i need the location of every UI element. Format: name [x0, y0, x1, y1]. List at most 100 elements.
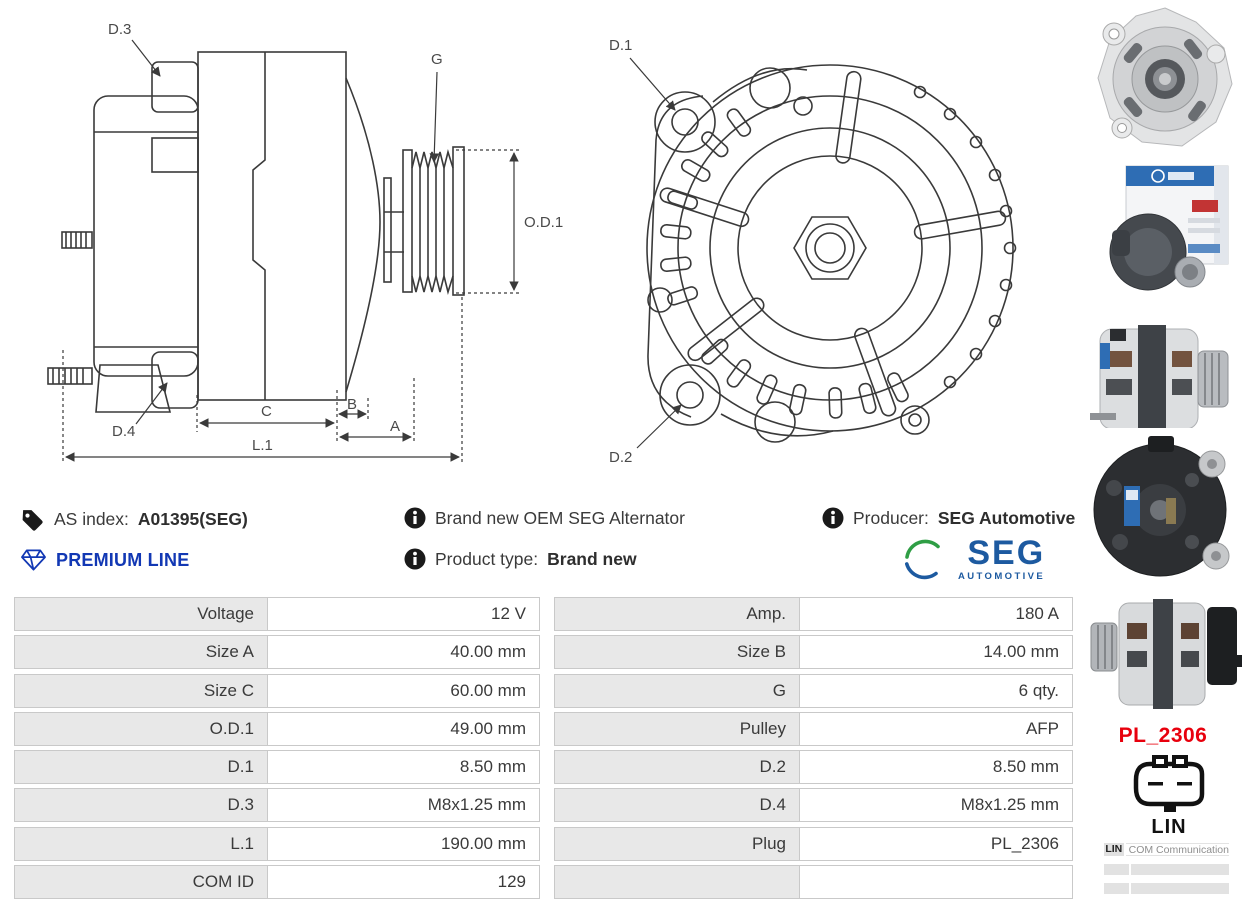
seg-logo-icon — [905, 539, 940, 580]
front-view-diagram: D.1 D.2 — [609, 37, 1017, 466]
spec-value: 40.00 mm — [267, 635, 540, 670]
spec-gap — [540, 597, 554, 631]
spec-gap — [540, 788, 554, 822]
description-text: Brand new OEM SEG Alternator — [435, 507, 685, 528]
product-type-value: Brand new — [547, 548, 637, 569]
spec-value: 129 — [267, 865, 540, 900]
product-type-row: Product type: Brand new — [404, 548, 637, 570]
spec-gap — [540, 635, 554, 669]
spec-label: O.D.1 — [14, 711, 268, 746]
side-view-diagram: D.3 G O.D.1 D.4 C B A L.1 — [47, 21, 563, 462]
pulley — [402, 146, 465, 296]
producer-value: SEG Automotive — [937, 507, 1076, 528]
spec-label: D.3 — [14, 788, 268, 823]
spec-value: 6 qty. — [799, 673, 1073, 708]
producer-row: Producer: SEG Automotive — [822, 507, 1075, 529]
spec-label: D.1 — [14, 750, 268, 785]
product-type-label: Product type: — [435, 548, 539, 569]
spec-value — [799, 865, 1073, 900]
spec-value: 49.00 mm — [267, 711, 540, 746]
alternator-side-connector-photo[interactable] — [1085, 595, 1242, 715]
premium-line-label: PREMIUM LINE — [56, 549, 190, 570]
d3-leader-arrow — [131, 39, 161, 77]
d4-mount-ear — [151, 351, 199, 409]
spec-value: AFP — [799, 711, 1073, 746]
plug-code-label: PL_2306 — [1118, 724, 1208, 747]
seg-logo-subtext: AUTOMOTIVE — [958, 571, 1046, 582]
side-label-od1: O.D.1 — [524, 214, 563, 231]
spec-value: M8x1.25 mm — [799, 788, 1073, 823]
side-label-l1: L.1 — [252, 437, 273, 454]
side-label-d4: D.4 — [112, 423, 135, 440]
spec-label: Plug — [554, 826, 800, 861]
spec-label: Size C — [14, 673, 268, 708]
bracket-silhouette — [647, 95, 704, 418]
spec-label: L.1 — [14, 826, 268, 861]
spec-label: Size B — [554, 635, 800, 670]
alternator-retail-box-photo[interactable] — [1096, 160, 1238, 300]
side-label-g: G — [431, 51, 443, 68]
side-label-b: B — [347, 396, 357, 413]
d4-lug — [95, 364, 172, 413]
spec-value: 180 A — [799, 597, 1073, 631]
info-icon — [404, 507, 426, 529]
comm-row-blank — [1104, 864, 1229, 875]
threaded-stud-bottom — [47, 367, 93, 385]
spec-value: 60.00 mm — [267, 673, 540, 708]
spec-gap — [540, 750, 554, 784]
com-communication-table: LIN COM Communication — [1104, 843, 1229, 902]
spec-value: 8.50 mm — [799, 750, 1073, 785]
comm-row-blank — [1104, 883, 1229, 894]
spec-label: COM ID — [14, 865, 268, 900]
as-index-value: A01395(SEG) — [137, 509, 248, 529]
spec-gap — [540, 827, 554, 861]
front-bracket-outline — [197, 51, 347, 401]
g-leader-arrow — [429, 71, 440, 163]
spec-value: 190.00 mm — [267, 826, 540, 861]
spec-label: D.4 — [554, 788, 800, 823]
info-icon — [404, 548, 426, 570]
comm-value: COM Communication — [1125, 843, 1229, 856]
d2-leader-arrow — [636, 404, 682, 449]
d1-leader-arrow — [629, 57, 676, 111]
alternator-rear-photo[interactable] — [1088, 428, 1240, 588]
mount-boss-d2 — [659, 364, 721, 426]
spec-gap — [540, 865, 554, 899]
housing-outline — [646, 64, 1014, 432]
side-label-d3: D.3 — [108, 21, 131, 38]
spec-gap — [540, 712, 554, 746]
tag-icon — [22, 510, 43, 531]
spec-label: G — [554, 673, 800, 708]
spec-label: D.2 — [554, 750, 800, 785]
seg-automotive-logo: SEG AUTOMOTIVE — [902, 531, 1072, 589]
front-label-d2: D.2 — [609, 449, 632, 466]
d3-mount-ear — [151, 61, 199, 113]
spec-label: Amp. — [554, 597, 800, 631]
description-row: Brand new OEM SEG Alternator — [404, 507, 685, 529]
seg-logo-text: SEG — [967, 534, 1046, 572]
spec-label: Size A — [14, 635, 268, 670]
rim-bumps — [913, 85, 1017, 389]
as-index-label: AS index: — [54, 509, 129, 529]
premium-line-row: PREMIUM LINE — [20, 548, 189, 572]
spec-label — [554, 865, 800, 900]
producer-label: Producer: — [853, 507, 929, 528]
spec-value: 14.00 mm — [799, 635, 1073, 670]
threaded-stud-top — [61, 231, 93, 249]
spec-value: M8x1.25 mm — [267, 788, 540, 823]
as-index-row: AS index: A01395(SEG) — [20, 507, 248, 532]
front-label-d1: D.1 — [609, 37, 632, 54]
diamond-icon — [21, 549, 46, 571]
comm-row: LIN COM Communication — [1104, 843, 1229, 856]
fan-edge — [345, 77, 381, 393]
side-label-a: A — [390, 418, 400, 435]
plug-type-label: LIN — [1151, 816, 1187, 838]
mount-boss-d1 — [654, 91, 716, 153]
shaft-nut — [793, 216, 867, 280]
spec-gap — [540, 674, 554, 708]
info-icon — [822, 507, 844, 529]
comm-key: LIN — [1104, 843, 1124, 856]
alternator-front-photo[interactable] — [1092, 4, 1238, 154]
spec-label: Pulley — [554, 711, 800, 746]
